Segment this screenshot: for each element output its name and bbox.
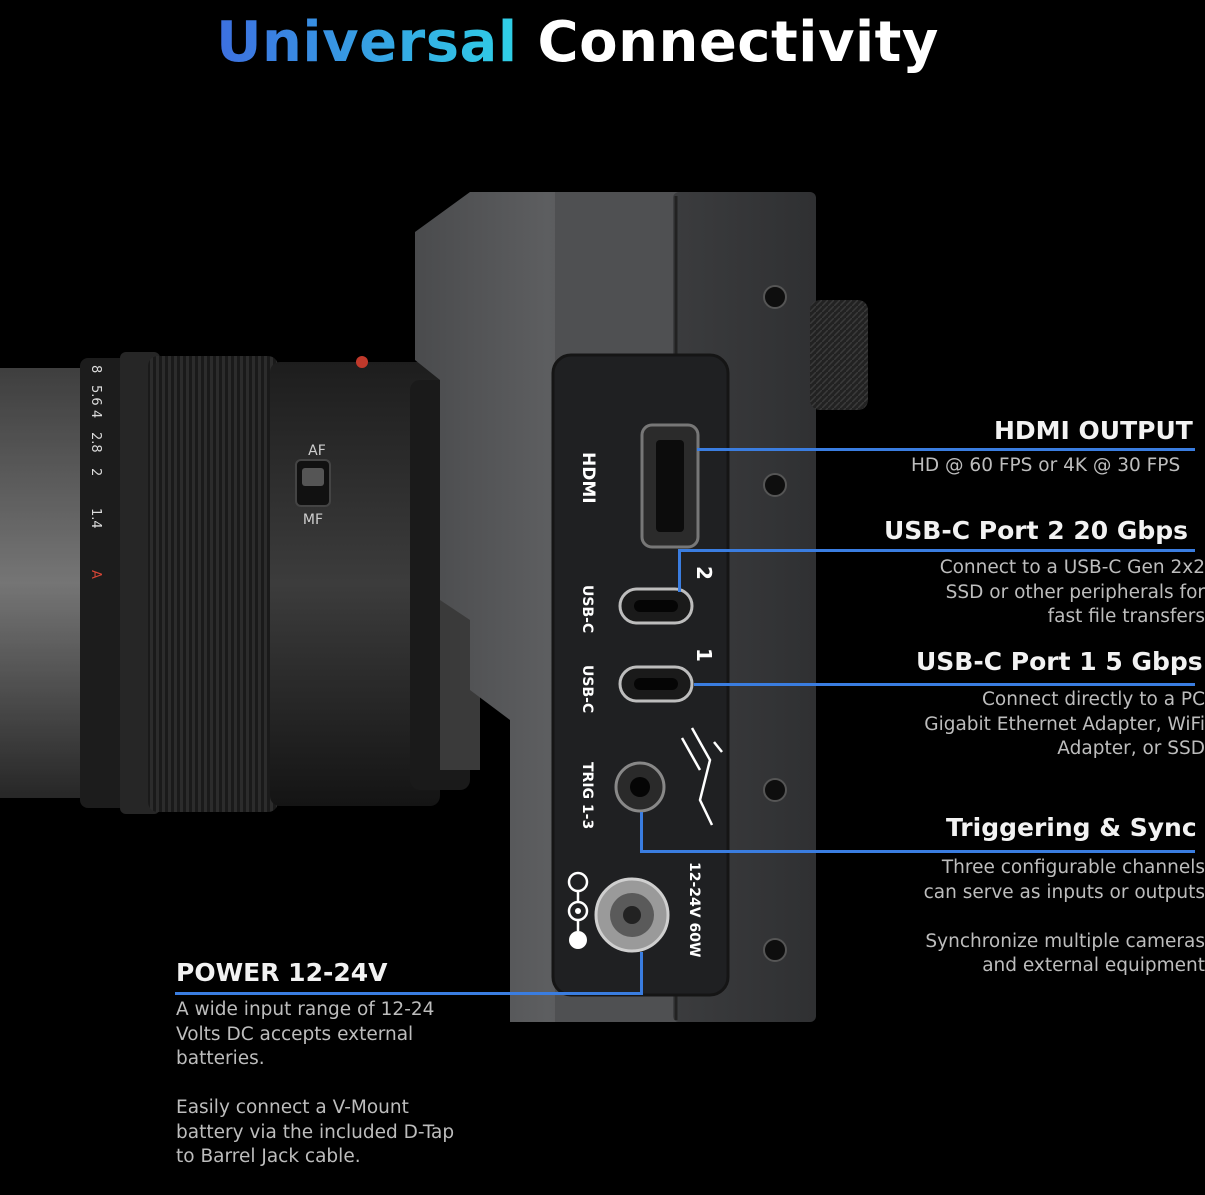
usbc2-connector-vline (678, 550, 681, 592)
mf-label: MF (303, 512, 323, 528)
lens (0, 352, 480, 814)
trigger-heading: Triggering & Sync (946, 813, 1197, 842)
dc-polarity-icon (567, 871, 589, 949)
screw-hole (763, 938, 787, 962)
hdmi-heading: HDMI OUTPUT (994, 416, 1193, 445)
power-panel-label: 12-24V 60W (686, 862, 702, 957)
usbc-panel-label-2: USB-C (579, 585, 595, 633)
power-heading: POWER 12-24V (176, 958, 388, 987)
port-1-number: 1 (692, 648, 716, 662)
usbc2-connector-line (678, 549, 1195, 552)
hdmi-panel-label: HDMI (578, 452, 598, 504)
side-knob (810, 300, 868, 410)
usbc2-description: Connect to a USB-C Gen 2x2 SSD or other … (939, 557, 1205, 627)
trigger-connector-vline (640, 812, 643, 852)
aperture-mark: 5.6 (88, 385, 103, 406)
usbc2-heading: USB-C Port 2 20 Gbps (884, 516, 1189, 545)
title-accent: Universal (216, 10, 518, 75)
power-description: A wide input range of 12-24 Volts DC acc… (176, 999, 455, 1167)
aperture-mark: 4 (88, 410, 103, 418)
page-title: Universal Connectivity (0, 10, 1155, 75)
usbc-panel-label-1: USB-C (579, 665, 595, 713)
aperture-mark: 8 (88, 365, 103, 373)
title-rest: Connectivity (517, 10, 939, 75)
aperture-mark: 1.4 (88, 508, 103, 529)
focus-ring (148, 356, 278, 812)
camera-body (415, 192, 868, 1022)
trigger-description: Three configurable channels can serve as… (923, 857, 1205, 976)
usbc1-heading: USB-C Port 1 5 Gbps (916, 647, 1203, 676)
screw-hole (763, 285, 787, 309)
hdmi-connector-line (697, 448, 1195, 451)
trigger-cable-icon (680, 727, 723, 826)
aperture-auto: A (88, 570, 103, 579)
usbc1-description: Connect directly to a PC Gigabit Etherne… (924, 689, 1205, 759)
power-connector-line (175, 992, 643, 995)
hdmi-description: HD @ 60 FPS or 4K @ 30 FPS (911, 455, 1181, 476)
aperture-mark: 2 (88, 468, 103, 476)
port-2-number: 2 (692, 566, 716, 580)
screw-hole (763, 778, 787, 802)
aperture-mark: 2.8 (88, 432, 103, 453)
af-label: AF (308, 443, 326, 459)
power-connector-vline (640, 952, 643, 994)
screw-hole (763, 473, 787, 497)
trigger-connector-line (640, 850, 1195, 853)
trig-panel-label: TRIG 1-3 (579, 762, 595, 829)
aperture-scale: 8 5.6 4 2.8 2 1.4 A (88, 365, 103, 579)
usbc1-connector-line (694, 683, 1195, 686)
